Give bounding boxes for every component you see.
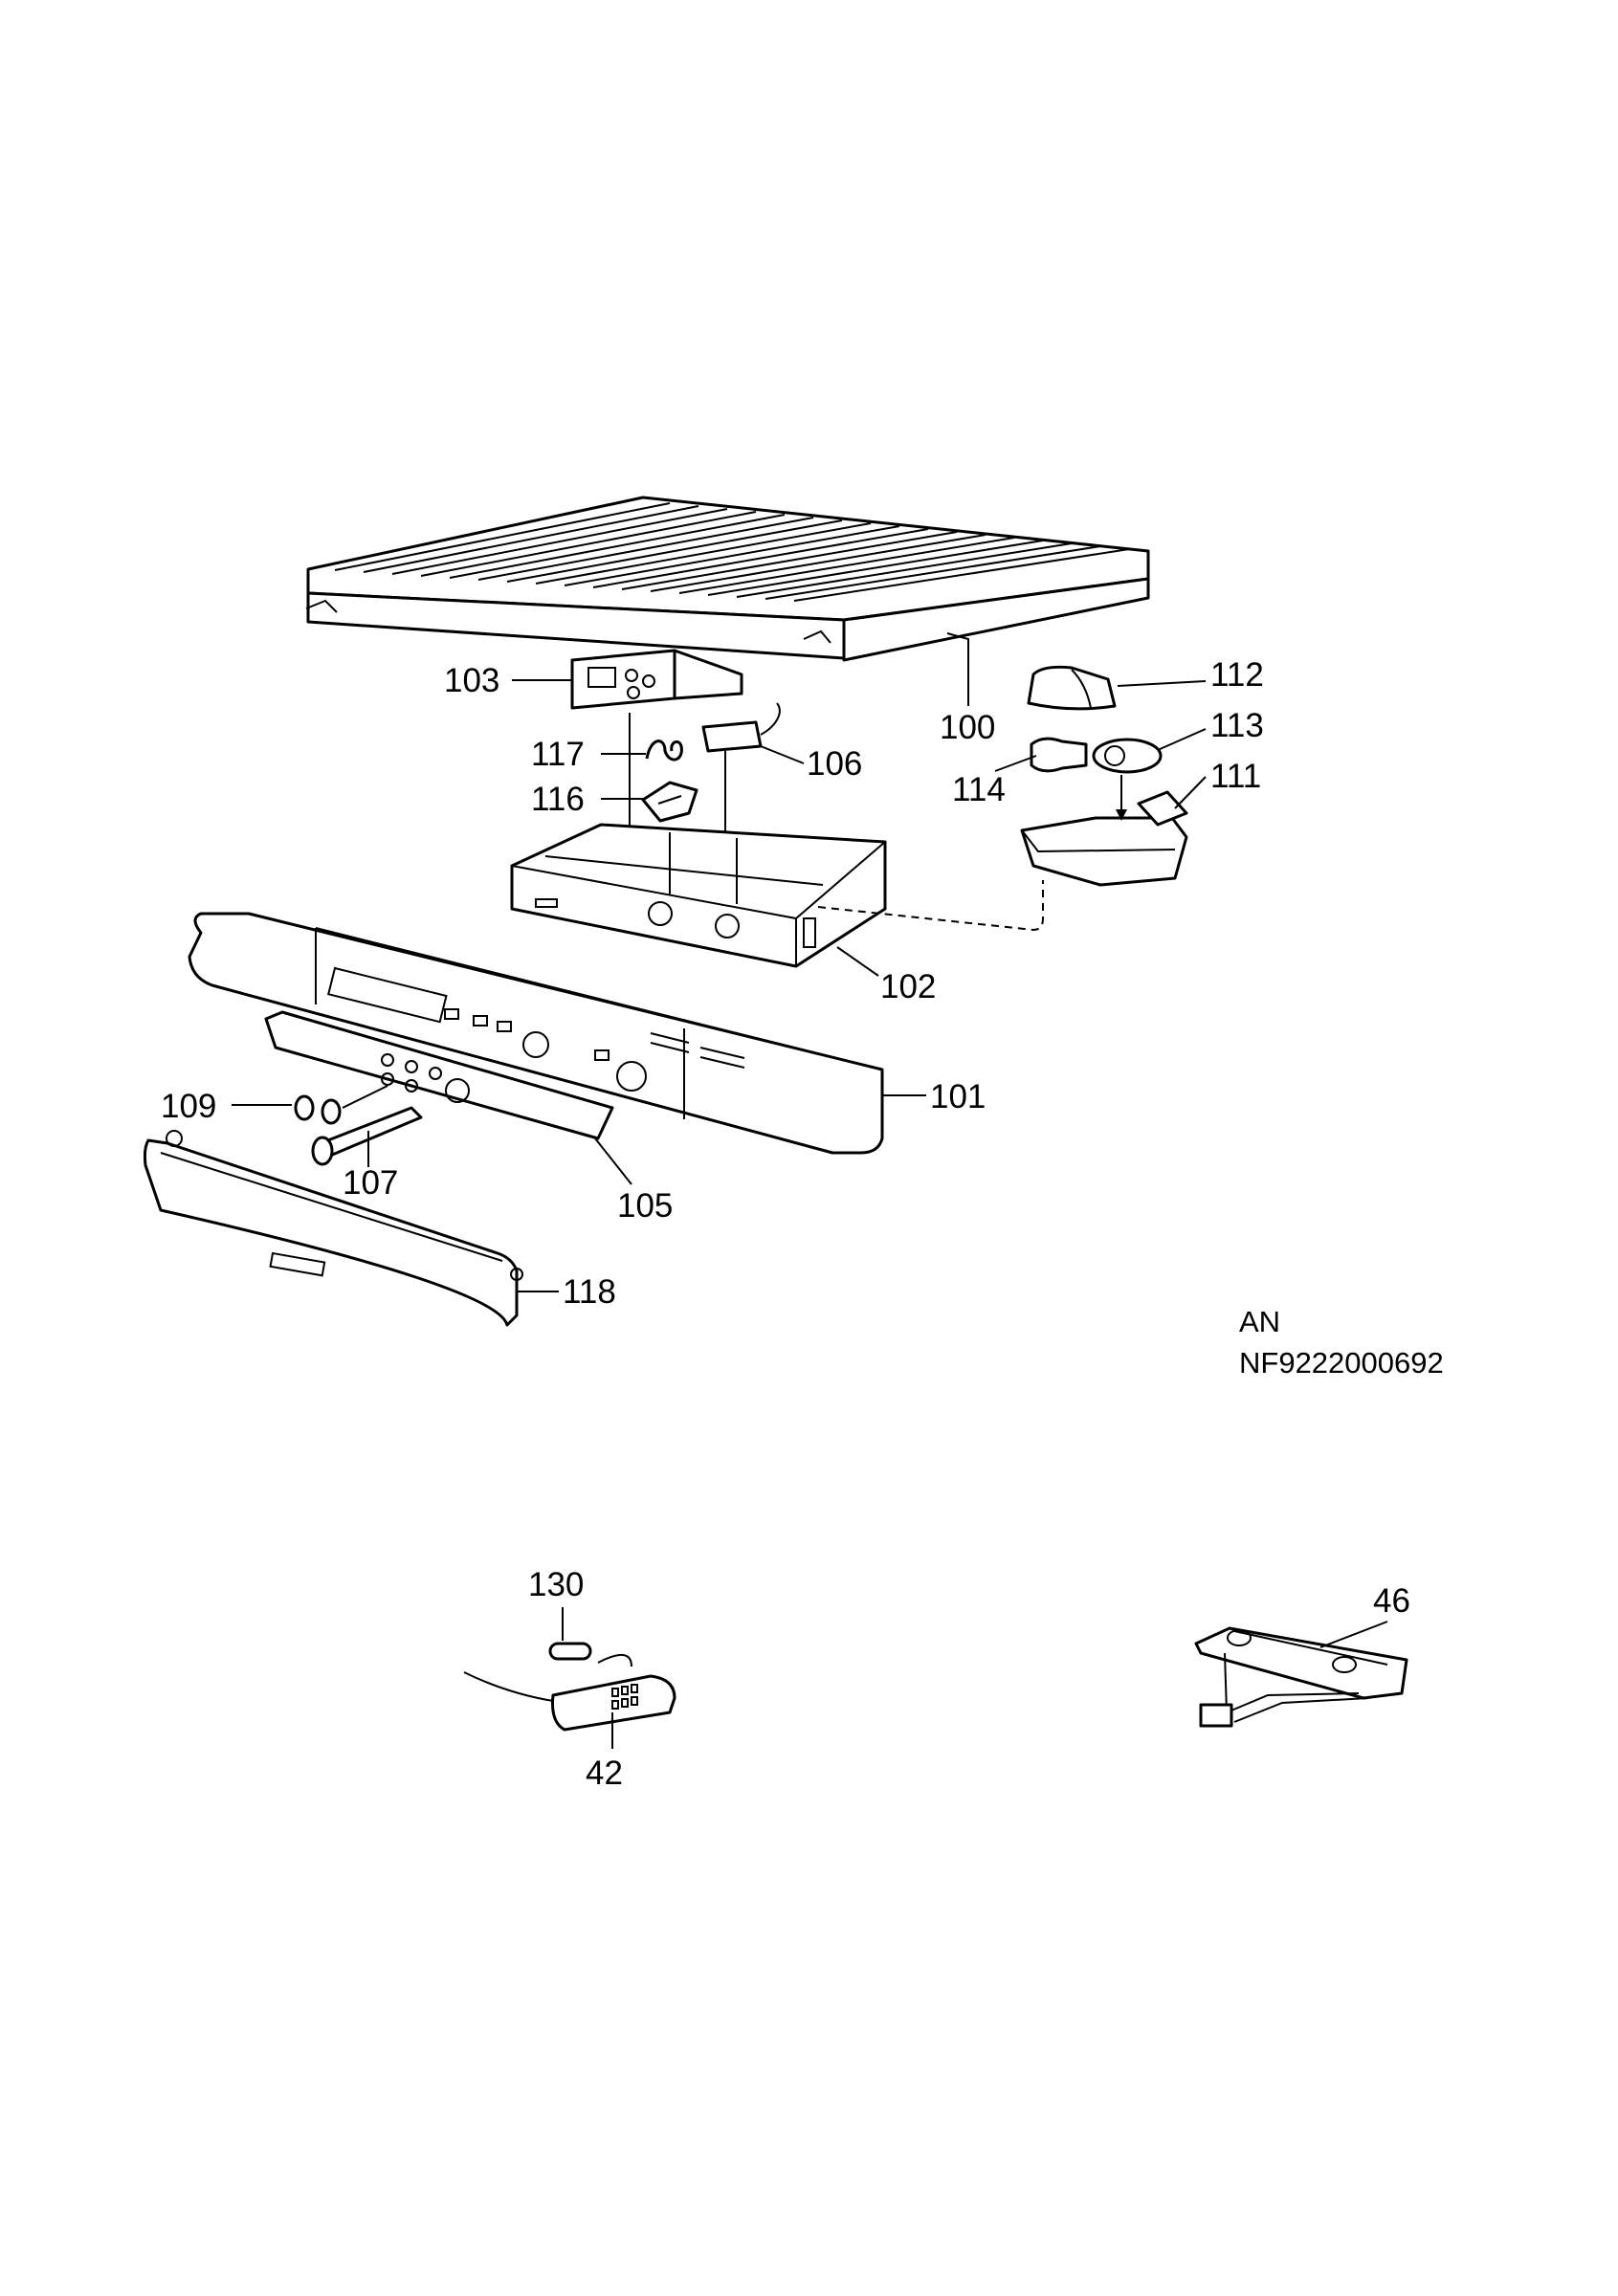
lamp-socket-icon xyxy=(1092,738,1163,774)
control-panel-icon xyxy=(188,912,884,1155)
callout-117: 117 xyxy=(531,736,585,773)
callout-42: 42 xyxy=(586,1755,623,1792)
callout-101: 101 xyxy=(930,1078,986,1115)
lamp-cover-icon xyxy=(1027,665,1117,711)
wire-shelf-icon xyxy=(305,496,1150,662)
reference-code-line1: AN xyxy=(1239,1305,1280,1338)
callout-107: 107 xyxy=(343,1164,398,1202)
bracket-wiring-icon xyxy=(1194,1626,1408,1728)
knob-icon xyxy=(294,1094,342,1125)
callout-46: 46 xyxy=(1373,1582,1410,1620)
temperature-sensor-icon xyxy=(463,1642,676,1732)
control-housing-icon xyxy=(510,823,887,968)
callout-114: 114 xyxy=(952,771,1006,808)
callout-105: 105 xyxy=(617,1187,673,1225)
callout-112: 112 xyxy=(1210,656,1264,694)
spring-clip-icon xyxy=(645,740,683,762)
callout-109: 109 xyxy=(161,1088,216,1125)
callout-130: 130 xyxy=(528,1566,584,1603)
push-rod-icon xyxy=(311,1106,423,1166)
callout-103: 103 xyxy=(444,662,499,699)
front-cover-icon xyxy=(143,1130,523,1327)
callout-116: 116 xyxy=(531,781,585,818)
sensor-connector-icon xyxy=(701,702,781,753)
callout-100: 100 xyxy=(940,709,995,746)
callout-113: 113 xyxy=(1210,707,1264,744)
front-strip-icon xyxy=(264,1010,614,1140)
holder-icon xyxy=(641,781,698,823)
electronic-board-icon xyxy=(570,649,743,710)
reference-code-line2: NF9222000692 xyxy=(1239,1346,1444,1380)
callout-102: 102 xyxy=(880,968,936,1005)
callout-111: 111 xyxy=(1210,758,1261,795)
lamp-bulb-icon xyxy=(1030,737,1088,773)
callout-106: 106 xyxy=(807,745,862,783)
lamp-housing-icon xyxy=(1020,790,1188,887)
callout-118: 118 xyxy=(563,1273,616,1311)
